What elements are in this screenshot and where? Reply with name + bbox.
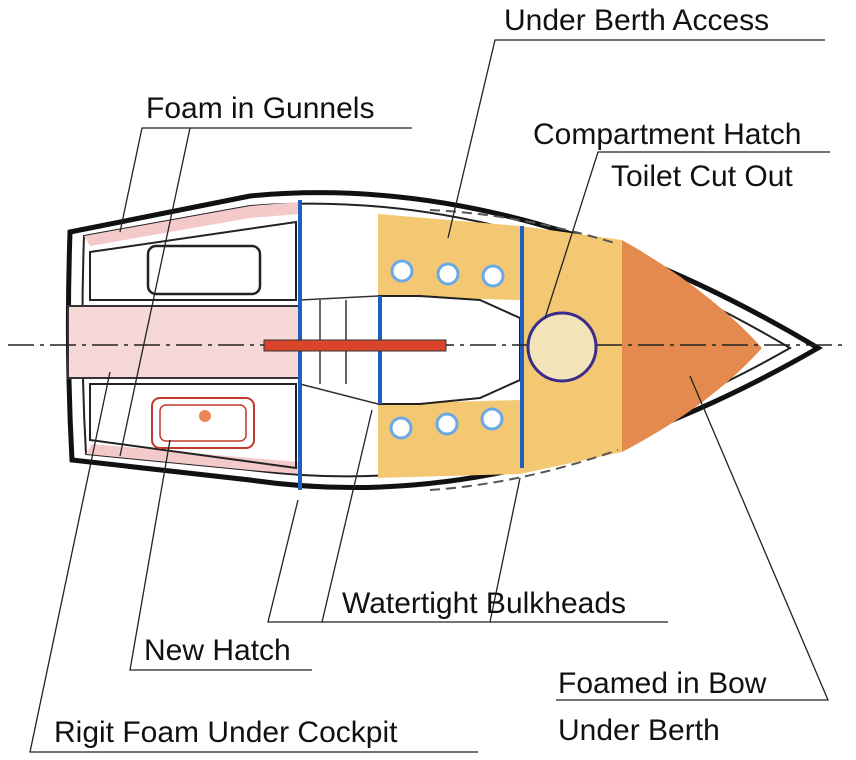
foamed-bow-area [622,240,762,452]
leader-under-berth-access [447,39,825,239]
new-hatch-dot [199,410,211,422]
access-port [390,259,414,283]
gunnel-foam [84,202,300,474]
leader-lines [29,39,830,753]
access-port [435,412,459,436]
label-new-hatch: New Hatch [144,634,291,667]
gunnel-foam-bottom [86,444,300,474]
under-berth-top [378,214,520,300]
gunnel-foam-top [84,202,300,246]
leader-foamed-in-bow [556,375,829,701]
leader-new-hatch [129,439,312,671]
seat-lid [146,244,262,296]
label-under-berth: Under Berth [558,714,720,747]
toilet-cut-out [526,311,598,383]
access-port [389,416,413,440]
label-compartment-hatch: Compartment Hatch [533,118,801,151]
label-watertight-bulkheads: Watertight Bulkheads [342,587,626,620]
label-rigit-foam-under-cockpit: Rigit Foam Under Cockpit [54,716,398,749]
new-hatch [151,397,255,449]
cabin-step [299,295,379,405]
access-port [481,264,505,288]
labels: Under Berth Access Foam in Gunnels Compa… [54,4,801,749]
berth-edge-dash [429,209,619,491]
access-port [436,262,460,286]
label-foam-in-gunnels: Foam in Gunnels [146,92,374,125]
cockpit-seat-top [89,220,297,301]
leader-foam-in-gunnels [119,127,412,457]
leader-watertight-bulkheads [267,409,668,623]
label-toilet-cut-out: Toilet Cut Out [611,160,793,193]
leader-toilet-cut-out [544,151,830,319]
label-foamed-in-bow: Foamed in Bow [558,667,767,700]
centerboard [263,339,447,352]
cockpit-foam-area [67,305,301,379]
access-ports [389,259,505,440]
label-under-berth-access: Under Berth Access [504,4,769,37]
cockpit-seat-bottom [89,383,297,470]
access-port [480,407,504,431]
leader-rigit-foam [29,371,478,753]
